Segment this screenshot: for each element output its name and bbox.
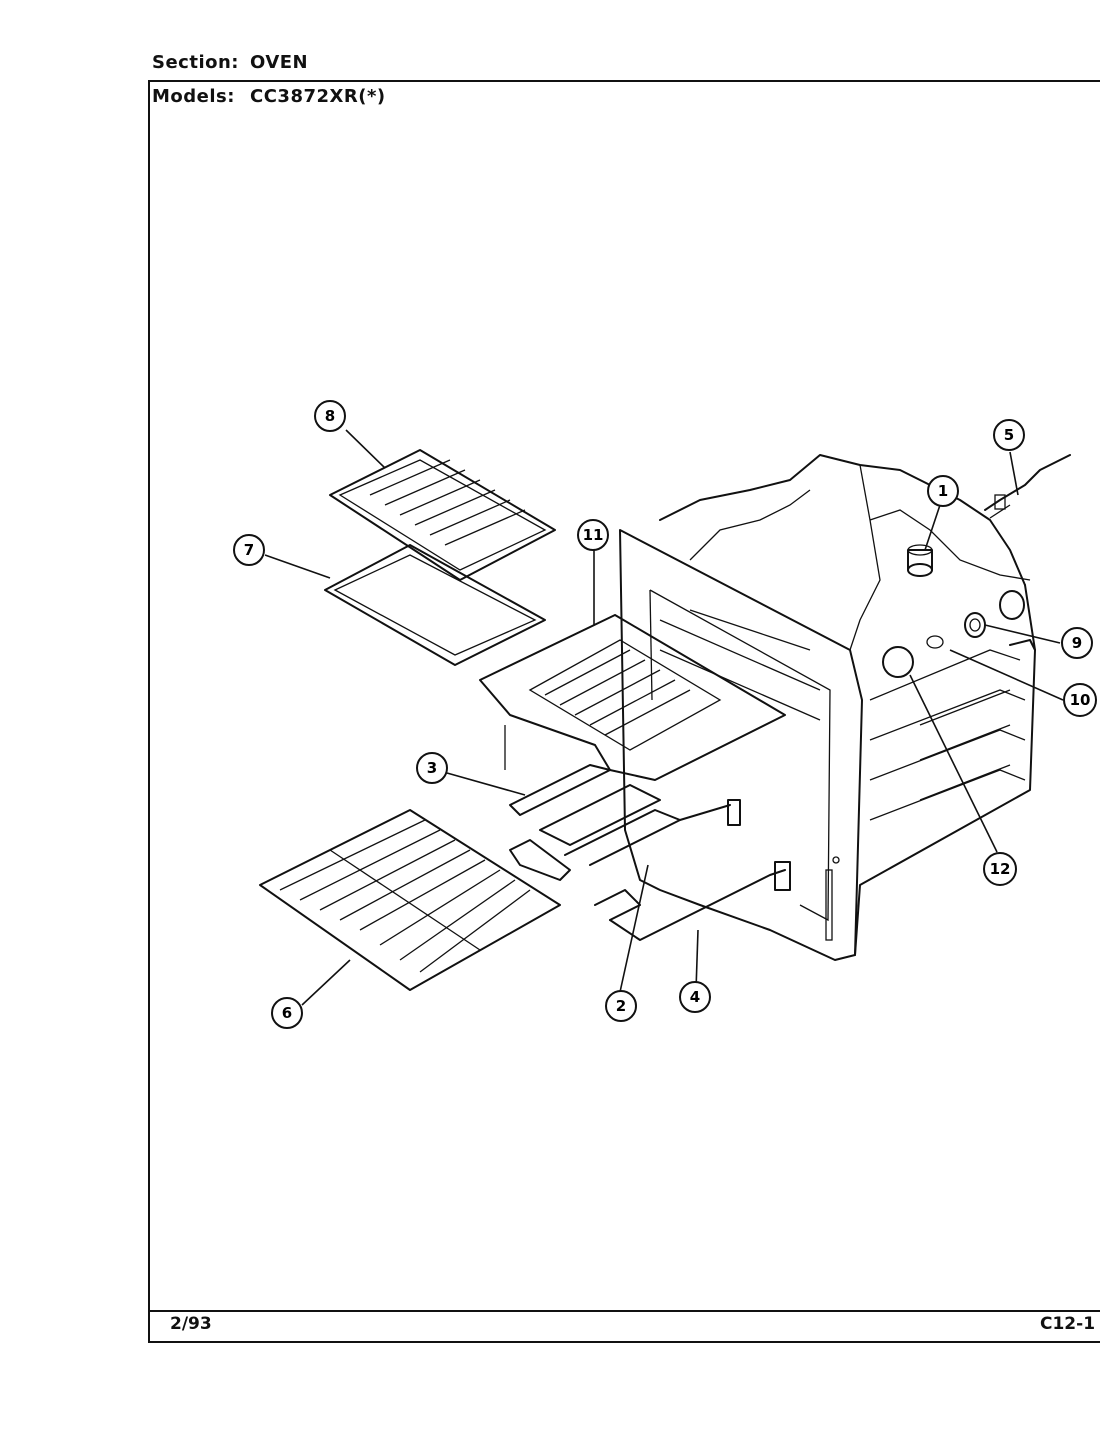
svg-text:1: 1 <box>938 482 948 500</box>
svg-text:9: 9 <box>1072 634 1082 652</box>
footer-top-rule <box>149 1310 1100 1312</box>
callout-10: 10 <box>1063 683 1097 717</box>
section-value: OVEN <box>250 52 309 73</box>
callout-1: 1 <box>927 475 959 507</box>
svg-text:11: 11 <box>583 526 604 544</box>
callout-11: 11 <box>577 519 609 551</box>
footer-bottom-rule <box>149 1341 1100 1343</box>
models-heading: Models: CC3872XR(*) <box>152 86 386 107</box>
callout-8: 8 <box>314 400 346 432</box>
broil-pan <box>324 544 546 666</box>
broil-element <box>509 764 731 866</box>
element-cover-tray <box>479 614 786 781</box>
broil-pan-insert <box>329 449 556 581</box>
bake-element <box>509 799 791 941</box>
frame-left-rule <box>148 80 150 1343</box>
svg-text:10: 10 <box>1070 691 1091 709</box>
lead-wire <box>984 454 1071 519</box>
revision-date: 2/93 <box>170 1314 212 1334</box>
section-heading: Section: OVEN <box>152 52 308 73</box>
svg-text:3: 3 <box>427 759 437 777</box>
callout-9: 9 <box>1061 627 1093 659</box>
models-value: CC3872XR(*) <box>250 86 386 107</box>
models-label: Models: <box>152 86 235 107</box>
callout-12: 12 <box>983 852 1017 886</box>
svg-text:8: 8 <box>325 407 335 425</box>
svg-text:6: 6 <box>282 1004 292 1022</box>
leader-lines <box>264 429 1064 1006</box>
callout-6: 6 <box>271 997 303 1029</box>
svg-text:2: 2 <box>616 997 626 1015</box>
svg-text:5: 5 <box>1004 426 1014 444</box>
section-label: Section: <box>152 52 239 73</box>
svg-text:12: 12 <box>990 860 1011 878</box>
svg-text:7: 7 <box>244 541 254 559</box>
oven-cavity <box>619 454 1036 961</box>
callout-4: 4 <box>679 981 711 1013</box>
callout-2: 2 <box>605 990 637 1022</box>
svg-text:4: 4 <box>690 988 700 1006</box>
oven-rack <box>259 809 561 991</box>
callout-3: 3 <box>416 752 448 784</box>
page-code: C12-1 <box>1040 1314 1096 1334</box>
callout-7: 7 <box>233 534 265 566</box>
frame-top-rule <box>149 80 1100 82</box>
callout-5: 5 <box>993 419 1025 451</box>
